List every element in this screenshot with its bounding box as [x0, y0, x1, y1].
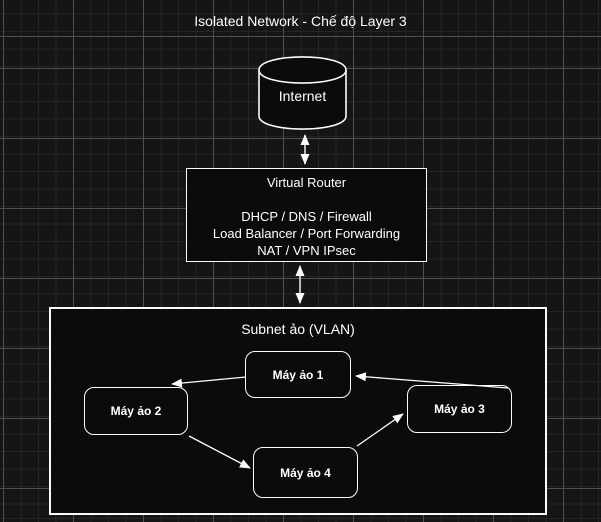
internet-node[interactable]: Internet	[258, 56, 347, 130]
router-line-1: DHCP / DNS / Firewall	[241, 209, 372, 224]
vm-4-label: Máy ảo 4	[280, 465, 331, 480]
vm-1-label: Máy ảo 1	[272, 367, 324, 382]
vm-node-1[interactable]: Máy ảo 1	[245, 351, 351, 398]
internet-label: Internet	[278, 88, 327, 104]
router-line-2: Load Balancer / Port Forwarding	[212, 226, 401, 241]
vm-node-3[interactable]: Máy ảo 3	[407, 385, 512, 433]
vm-node-2[interactable]: Máy ảo 2	[84, 387, 188, 435]
vm-node-4[interactable]: Máy ảo 4	[253, 447, 358, 498]
router-title: Virtual Router	[266, 175, 347, 190]
router-line-3: NAT / VPN IPsec	[257, 243, 356, 258]
cylinder-shape	[258, 56, 347, 130]
vm-3-label: Máy ảo 3	[434, 402, 485, 416]
vm-2-label: Máy ảo 2	[110, 404, 162, 418]
diagram-title: Isolated Network - Chế độ Layer 3	[194, 13, 407, 29]
subnet-title: Subnet ảo (VLAN)	[241, 321, 355, 337]
router-spacer	[187, 191, 426, 208]
virtual-router-node[interactable]: Virtual Router DHCP / DNS / Firewall Loa…	[186, 168, 427, 262]
